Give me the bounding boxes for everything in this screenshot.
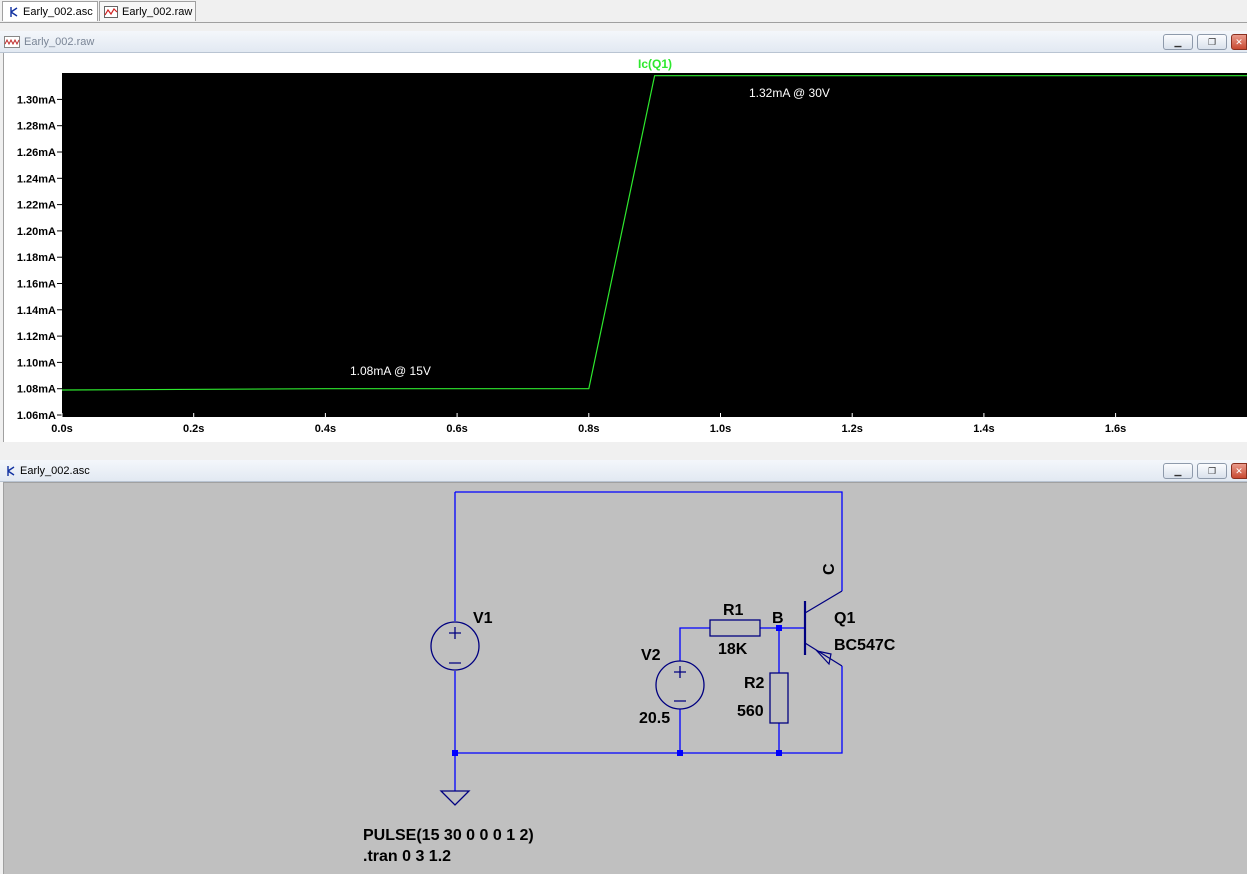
waveform-icon	[4, 35, 20, 48]
schematic-window-title: Early_002.asc	[20, 464, 90, 477]
wires	[454, 491, 843, 791]
waveform-window-title: Early_002.raw	[24, 35, 95, 48]
close-icon: ✕	[1235, 36, 1243, 47]
y-tick-label: 1.28mA	[17, 121, 56, 133]
close-button[interactable]: ✕	[1231, 34, 1247, 50]
tran-directive[interactable]: .tran 0 3 1.2	[363, 848, 451, 865]
value-r1[interactable]: 18K	[718, 641, 748, 658]
minimize-icon: ▁	[1174, 465, 1182, 476]
label-v1[interactable]: V1	[473, 610, 493, 627]
wire-v2-r1	[679, 627, 710, 661]
waveform-pane: 1.06mA 1.08mA 1.10mA 1.12mA 1.14mA 1.16mA 1.18…	[3, 53, 1247, 442]
y-tick-label: 1.14mA	[17, 305, 56, 317]
y-tick-label: 1.26mA	[17, 147, 56, 159]
restore-icon: ❐	[1207, 465, 1217, 476]
junction-dot	[776, 750, 782, 756]
x-tick-label: 0.2s	[183, 423, 204, 435]
plot-area[interactable]	[62, 73, 1247, 417]
maximize-button[interactable]: ❐	[1197, 34, 1227, 50]
ground-symbol[interactable]	[439, 790, 471, 806]
document-tab-bar: Early_002.asc Early_002.raw	[0, 0, 1247, 23]
transistor-q1[interactable]	[803, 590, 843, 667]
y-tick-label: 1.08mA	[17, 384, 56, 396]
schematic-icon	[7, 6, 19, 18]
junction-dot	[452, 750, 458, 756]
junction-dot	[677, 750, 683, 756]
minimize-icon: ▁	[1174, 36, 1182, 47]
y-tick-label: 1.10mA	[17, 357, 56, 369]
x-tick-label: 0.4s	[315, 423, 336, 435]
junctions	[452, 625, 782, 756]
wire-ground-rail	[455, 666, 843, 754]
pulse-directive[interactable]: PULSE(15 30 0 0 0 1 2)	[363, 827, 534, 844]
minimize-button[interactable]: ▁	[1163, 34, 1193, 50]
tab-schematic[interactable]: Early_002.asc	[2, 1, 98, 21]
voltage-source-v2[interactable]	[655, 660, 705, 710]
node-label-b[interactable]: B	[772, 610, 784, 627]
resistor-r1[interactable]	[709, 619, 761, 637]
label-v2[interactable]: V2	[641, 647, 661, 664]
trace-ic-q1[interactable]	[61, 75, 1247, 391]
waveform-window-titlebar[interactable]: Early_002.raw ▁ ❐ ✕	[0, 31, 1247, 53]
trace-label[interactable]: Ic(Q1)	[638, 57, 672, 71]
y-tick-label: 1.24mA	[17, 173, 56, 185]
y-tick-label: 1.16mA	[17, 279, 56, 291]
minimize-button[interactable]: ▁	[1163, 463, 1193, 479]
y-tick-label: 1.30mA	[17, 94, 56, 106]
waveform-icon	[104, 5, 118, 18]
tab-waveform[interactable]: Early_002.raw	[99, 1, 196, 21]
waveform-chart[interactable]: 1.06mA 1.08mA 1.10mA 1.12mA 1.14mA 1.16mA 1.18…	[4, 53, 1247, 442]
model-q1[interactable]: BC547C	[834, 637, 896, 654]
node-label-c[interactable]: C	[821, 563, 838, 575]
x-tick-label: 1.0s	[710, 423, 731, 435]
x-tick-label: 1.6s	[1105, 423, 1126, 435]
x-tick-label: 0.8s	[578, 423, 599, 435]
schematic-pane[interactable]: V1 V2 20.5 R1 18K R2 560 B Q1 BC547C C P…	[3, 482, 1247, 874]
value-v2[interactable]: 20.5	[639, 710, 670, 727]
x-tick-label: 1.2s	[841, 423, 862, 435]
x-tick-label: 0.6s	[446, 423, 467, 435]
schematic-icon	[4, 465, 16, 477]
label-r1[interactable]: R1	[723, 602, 744, 619]
x-tick-label: 1.4s	[973, 423, 994, 435]
y-tick-label: 1.12mA	[17, 331, 56, 343]
close-icon: ✕	[1235, 465, 1243, 476]
annotation-15v: 1.08mA @ 15V	[350, 364, 431, 378]
wire-top	[455, 491, 843, 591]
schematic-canvas[interactable]: V1 V2 20.5 R1 18K R2 560 B Q1 BC547C C P…	[4, 483, 1247, 874]
restore-icon: ❐	[1207, 36, 1217, 47]
resistor-r2[interactable]	[769, 672, 789, 724]
value-r2[interactable]: 560	[737, 703, 764, 720]
y-tick-label: 1.06mA	[17, 410, 56, 422]
close-button[interactable]: ✕	[1231, 463, 1247, 479]
annotation-30v: 1.32mA @ 30V	[749, 86, 830, 100]
y-tick-label: 1.20mA	[17, 226, 56, 238]
voltage-source-v1[interactable]	[430, 621, 480, 671]
y-tick-label: 1.18mA	[17, 252, 56, 264]
junction-dot	[776, 625, 782, 631]
schematic-window-titlebar[interactable]: Early_002.asc ▁ ❐ ✕	[0, 460, 1247, 482]
x-tick-label: 0.0s	[51, 423, 72, 435]
maximize-button[interactable]: ❐	[1197, 463, 1227, 479]
label-r2[interactable]: R2	[744, 675, 765, 692]
tab-label: Early_002.asc	[23, 5, 93, 18]
tab-label: Early_002.raw	[122, 5, 193, 18]
y-tick-label: 1.22mA	[17, 200, 56, 212]
label-q1[interactable]: Q1	[834, 610, 855, 627]
